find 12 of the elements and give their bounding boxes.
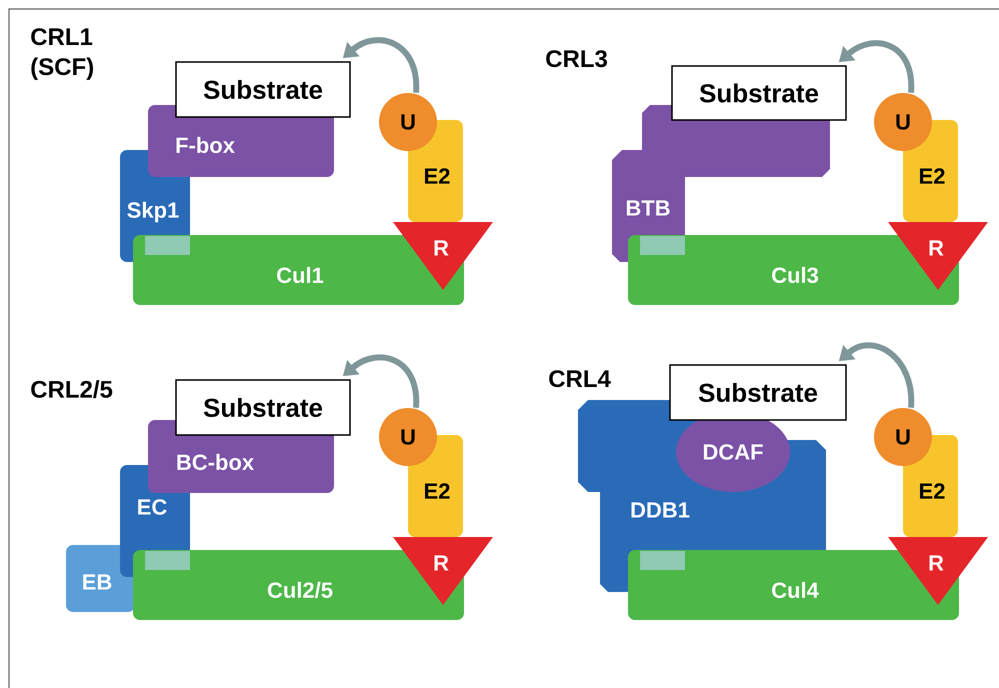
substrate-box: Substrate <box>669 364 847 421</box>
substrate-box: Substrate <box>671 65 847 121</box>
ring-triangle: R <box>888 536 988 605</box>
panel-title: CRL3 <box>546 50 607 68</box>
panel-title: CRL4 <box>549 370 611 388</box>
ring-triangle: R <box>888 222 988 290</box>
substrate-box: Substrate <box>175 61 351 118</box>
substrate-box: Substrate <box>175 379 351 436</box>
ring-triangle: R <box>393 536 493 605</box>
panel-title: CRL2/5 <box>31 380 112 398</box>
ring-triangle: R <box>393 222 493 290</box>
panel-title: CRL1 (SCF) <box>31 28 93 80</box>
